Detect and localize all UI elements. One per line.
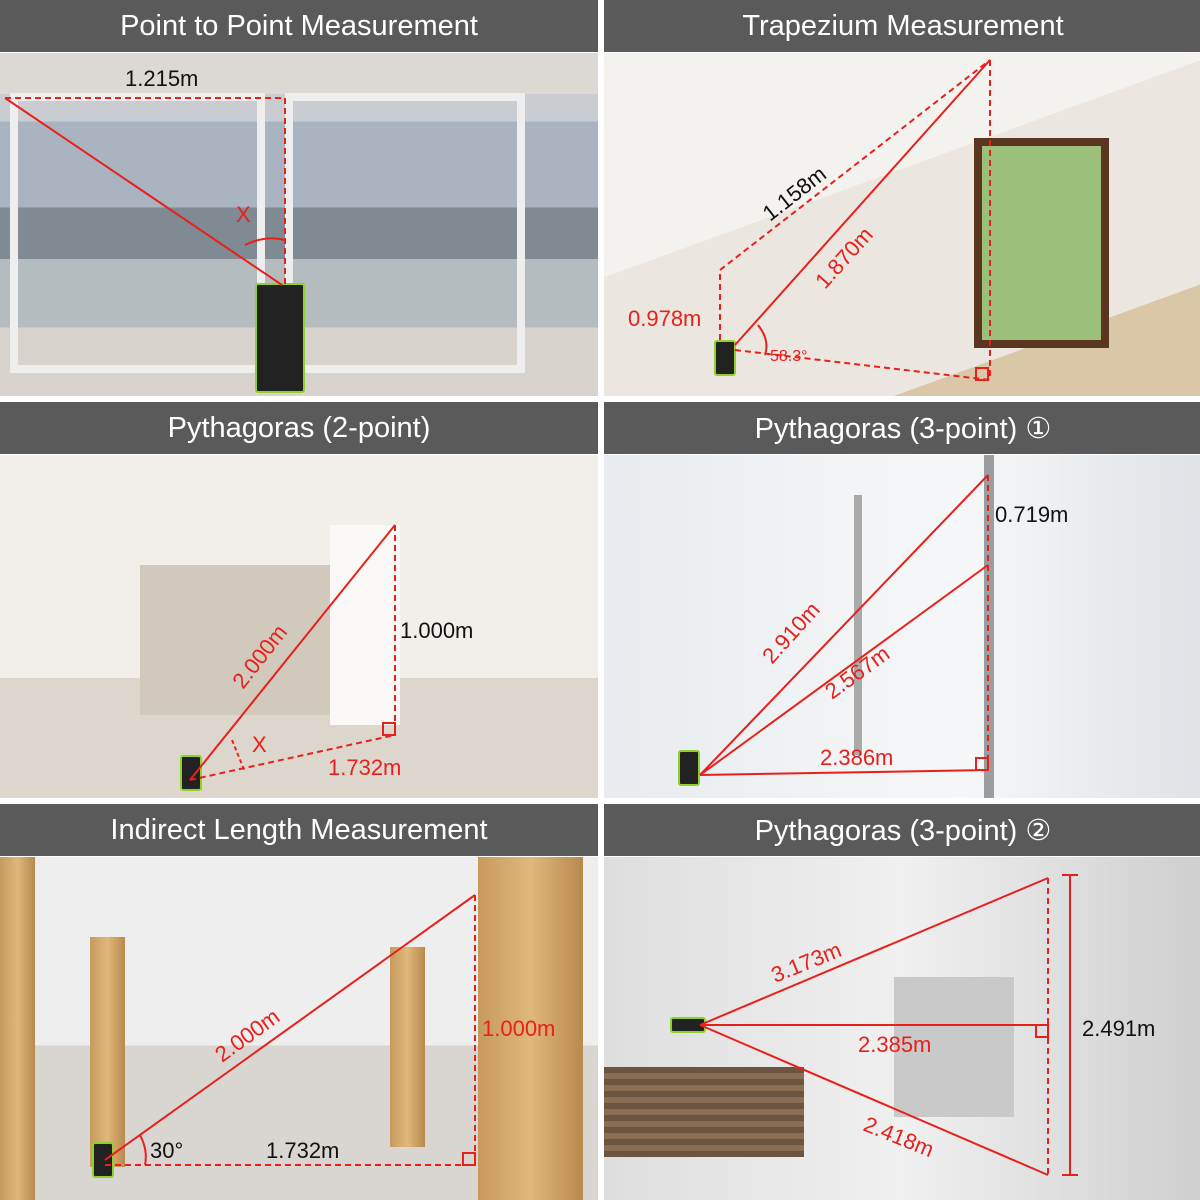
corridor-photo (604, 857, 1200, 1200)
label-height: 1.000m (482, 1016, 555, 1041)
panel-pythagoras-3point-1: Pythagoras (3-point) ① (604, 402, 1200, 798)
panel-title: Point to Point Measurement (0, 0, 598, 52)
label-hyp: 2.000m (227, 620, 292, 693)
office-photo (0, 857, 598, 1200)
kitchen (140, 565, 330, 715)
p4-lines (699, 474, 989, 776)
wall (330, 525, 400, 725)
laser-device (714, 340, 736, 376)
panel-pythagoras-3point-2: Pythagoras (3-point) ② (604, 804, 1200, 1200)
label-middle: 2.567m (820, 641, 894, 704)
panel-title: Pythagoras (2-point) (0, 402, 598, 454)
label-base: 1.732m (266, 1138, 339, 1163)
wood-pillar (390, 947, 425, 1147)
label-angle: 58.3° (770, 348, 808, 365)
room-photo (0, 455, 598, 798)
wood-pillar (478, 857, 583, 1200)
label-distance: 1.215m (125, 66, 198, 91)
panel-indirect-length: Indirect Length Measurement (0, 804, 598, 1200)
window-frame (854, 495, 862, 755)
p6-lines (699, 874, 1078, 1176)
laser-device (180, 755, 202, 791)
p1-lines (4, 97, 286, 286)
label-lower: 2.386m (820, 745, 893, 770)
label-height: 1.000m (400, 618, 473, 643)
p5-lines (104, 894, 476, 1166)
p3-lines (189, 524, 396, 781)
label-side: 0.978m (628, 306, 701, 331)
reception-desk (604, 1067, 804, 1157)
laser-device (255, 283, 305, 393)
label-lower: 2.418m (860, 1111, 937, 1162)
room-photo (0, 53, 598, 396)
corridor-end (894, 977, 1014, 1117)
label-result: 0.719m (995, 502, 1068, 527)
p2-lines (719, 59, 991, 381)
panel-title: Indirect Length Measurement (0, 804, 598, 856)
label-middle: 2.385m (858, 1032, 931, 1057)
label-angle: X (236, 202, 251, 227)
wood-pillar (0, 857, 35, 1200)
panel-title: Pythagoras (3-point) ① (604, 402, 1200, 454)
laser-device (678, 750, 700, 786)
panel-pythagoras-2point: Pythagoras (2-point) (0, 402, 598, 798)
laser-device (92, 1142, 114, 1178)
panel-title: Pythagoras (3-point) ② (604, 804, 1200, 856)
label-base: 1.732m (328, 755, 401, 780)
panel-title: Trapezium Measurement (604, 0, 1200, 52)
attic-photo (604, 53, 1200, 396)
label-angle: X (252, 732, 267, 757)
panel-trapezium: Trapezium Measurement (604, 0, 1200, 396)
wood-pillar (90, 937, 125, 1167)
door (974, 138, 1109, 348)
label-diagonal: 1.870m (810, 222, 878, 293)
window (285, 93, 525, 373)
panel-point-to-point: Point to Point Measurement (0, 0, 598, 396)
label-upper: 2.910m (757, 597, 825, 668)
label-angle: 30° (150, 1138, 183, 1163)
label-result: 2.491m (1082, 1016, 1155, 1041)
